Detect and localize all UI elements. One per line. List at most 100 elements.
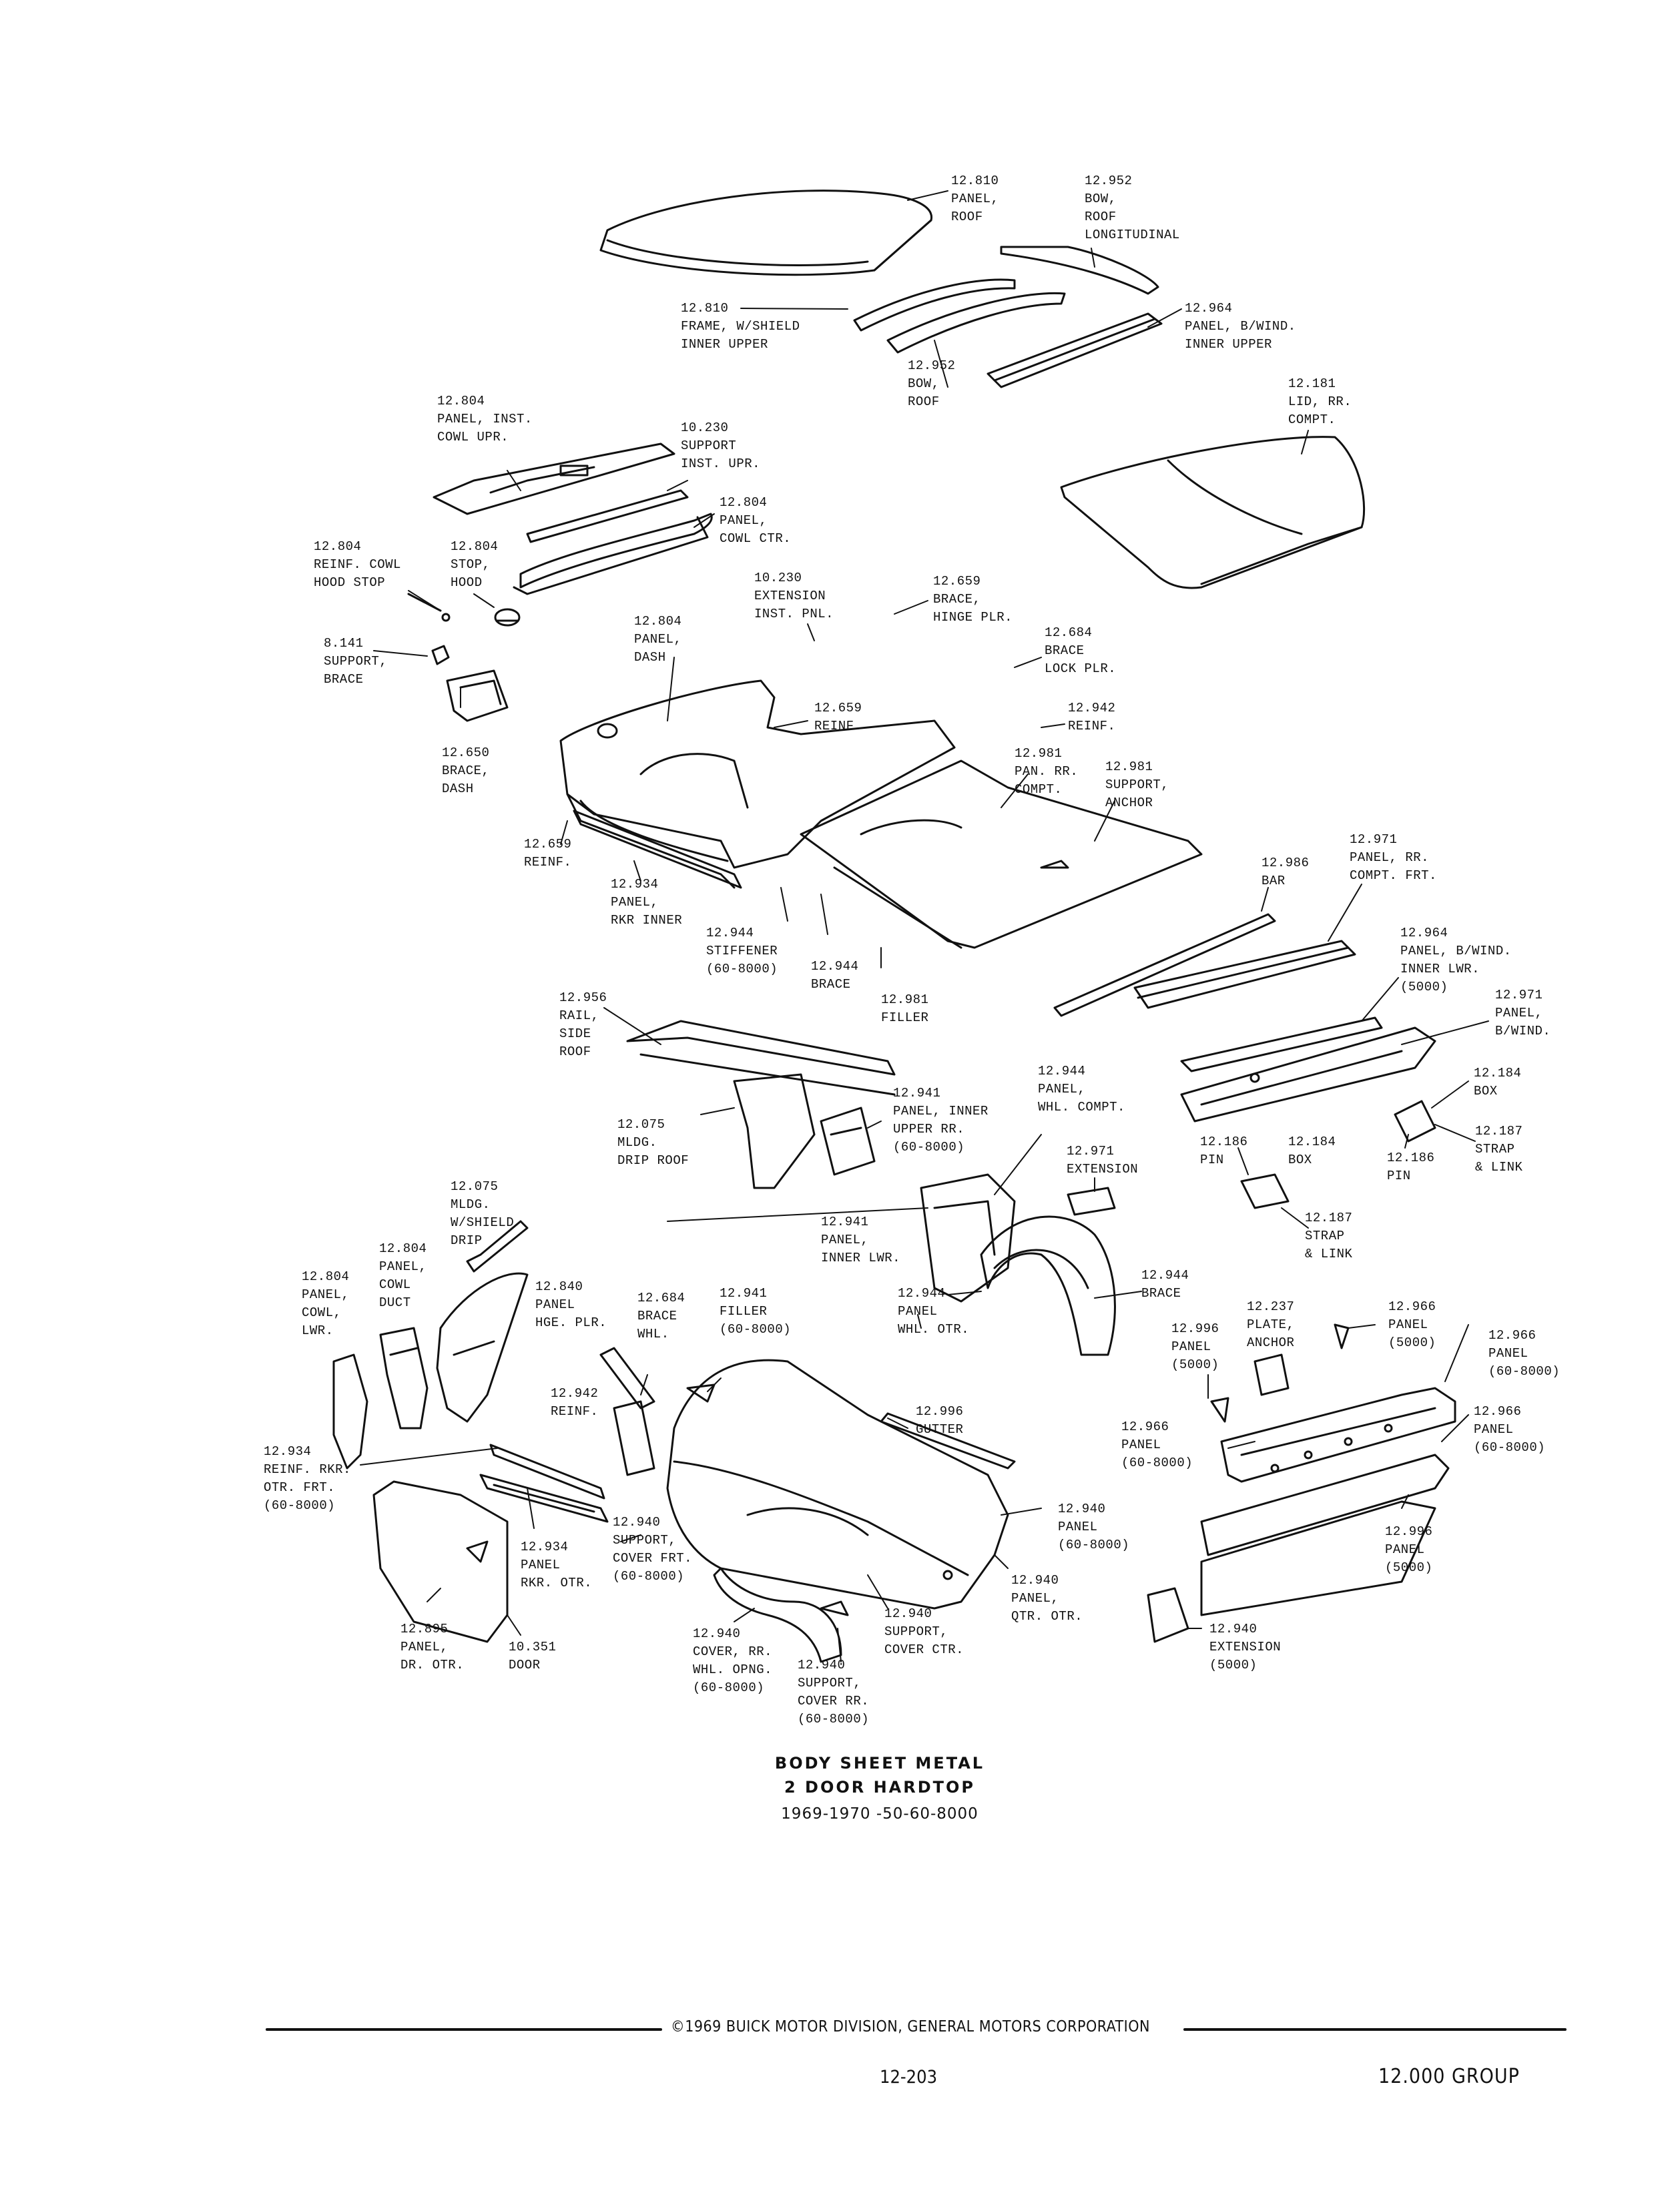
- rear-end-panel-upper-part: [1220, 1387, 1456, 1483]
- roof-bow-longitudinal-part: [1000, 246, 1159, 295]
- rear-compartment-front-panel-part: [1133, 940, 1356, 1009]
- floor-pan-dash-assembly-part: [559, 679, 956, 889]
- back-window-inner-upper-panel-part: [987, 312, 1163, 388]
- cowl-center-panel-part: [513, 513, 713, 595]
- cowl-duct-panel-part: [379, 1327, 429, 1430]
- drip-roof-molding-part: [639, 1053, 896, 1096]
- filler-part: [686, 1383, 716, 1403]
- diagram-subtitle: 2 DOOR HARDTOP: [784, 1778, 976, 1797]
- diagram-model-years: 1969-1970 -50-60-8000: [781, 1805, 978, 1823]
- windshield-frame-part: [853, 278, 1066, 354]
- wheel-compartment-panel-part: [920, 1173, 1016, 1303]
- roof-panel-part: [599, 190, 933, 276]
- anchor-plate-part: [1253, 1353, 1290, 1396]
- windshield-drip-molding-part: [466, 1220, 529, 1273]
- instrument-upper-support-part: [526, 489, 689, 543]
- page-number: 12-203: [880, 2067, 938, 2088]
- inner-upper-rear-panel-part: [820, 1107, 876, 1176]
- instrument-panel-cowl-upper-part: [433, 442, 675, 515]
- rocker-inner-panel-part: [573, 810, 742, 889]
- brace-support-part: [431, 645, 450, 665]
- diagram-title: BODY SHEET METAL: [774, 1754, 985, 1773]
- group-label: 12.000 GROUP: [1378, 2065, 1520, 2088]
- leader-lines: [360, 190, 1489, 1662]
- back-window-inner-lower-panel-part: [1180, 1016, 1383, 1072]
- rear-end-panel-5000-part: [1200, 1500, 1436, 1616]
- wheel-outer-panel-part: [980, 1215, 1116, 1356]
- rocker-outer-panel-part: [479, 1474, 609, 1523]
- dash-brace-part: [446, 669, 509, 722]
- side-roof-rail-part: [626, 1020, 896, 1189]
- door-outer-panel-part: [372, 1480, 509, 1643]
- wheel-compartment-extension-part: [1067, 1187, 1116, 1216]
- quarter-outer-panel-part: [666, 1359, 1009, 1610]
- bar-part: [1053, 913, 1276, 1017]
- rear-end-panel-lower-part: [1200, 1454, 1450, 1556]
- gutter-part: [880, 1412, 1016, 1470]
- wheel-brace-part: [599, 1347, 655, 1409]
- small-rear-panel-part: [1210, 1323, 1350, 1423]
- rear-extension-part: [1147, 1587, 1189, 1643]
- hood-stop-part: [494, 608, 521, 627]
- cowl-lower-panel-part: [332, 1353, 368, 1470]
- rear-compartment-lid-part: [1060, 436, 1366, 589]
- box-part-right: [1394, 1100, 1436, 1143]
- rear-compartment-pan-part: [800, 759, 1203, 949]
